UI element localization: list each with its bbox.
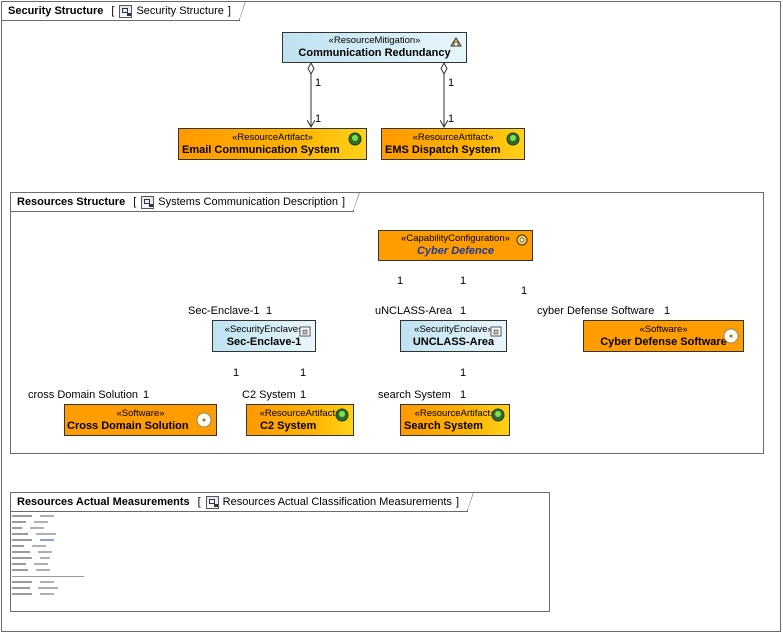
measurements-table-thumbnail <box>12 513 92 597</box>
bracket-open: [ <box>133 196 137 208</box>
unclass-area-node[interactable]: «SecurityEnclave» UNCLASS-Area <box>400 320 507 352</box>
artifact-icon <box>348 132 362 146</box>
multiplicity-label: 1 <box>460 367 467 379</box>
role-label-search: search System <box>378 389 451 401</box>
enclave-icon <box>299 326 311 337</box>
multiplicity-label: 1 <box>460 305 467 317</box>
email-communication-system-node[interactable]: «ResourceArtifact» Email Communication S… <box>178 128 367 160</box>
stereotype-label: «ResourceArtifact» <box>414 407 496 419</box>
bracket-open: [ <box>197 496 201 508</box>
enclave-icon <box>490 326 502 337</box>
frame-title: Resources Actual Measurements <box>17 496 190 508</box>
node-name: Email Communication System <box>182 143 340 156</box>
bracket-close: ] <box>227 5 231 17</box>
multiplicity-label: 1 <box>521 285 528 297</box>
diagram-icon <box>119 4 133 18</box>
multiplicity-label: 1 <box>448 77 455 89</box>
multiplicity-label: 1 <box>315 77 322 89</box>
stereotype-label: «ResourceArtifact» <box>412 131 494 143</box>
node-name: Cross Domain Solution <box>67 419 189 432</box>
security-structure-tab[interactable]: Security Structure [ Security Structure … <box>1 1 246 21</box>
cyber-defense-software-node[interactable]: «Software» Cyber Defense Software <box>583 320 744 352</box>
artifact-icon <box>335 408 349 422</box>
diagram-icon <box>141 195 155 209</box>
role-label-unclass: uNCLASS-Area <box>375 305 453 317</box>
artifact-icon <box>491 408 505 422</box>
node-name: Communication Redundancy <box>298 47 451 59</box>
software-icon <box>723 328 739 344</box>
resources-actual-measurements-tab[interactable]: Resources Actual Measurements [ Resource… <box>10 492 474 512</box>
role-label-sec-enclave: Sec-Enclave-1 <box>188 305 260 317</box>
multiplicity-label: 1 <box>233 367 240 379</box>
bracket-close: ] <box>455 496 459 508</box>
role-label-c2: C2 System <box>242 389 296 401</box>
cross-domain-solution-node[interactable]: «Software» Cross Domain Solution <box>64 404 217 436</box>
frame-title: Security Structure <box>8 5 104 17</box>
stereotype-label: «SecurityEnclave» <box>414 323 493 335</box>
cyber-defence-node[interactable]: «CapabilityConfiguration» Cyber Defence <box>378 230 533 261</box>
resources-actual-measurements-frame: Resources Actual Measurements [ Resource… <box>10 492 550 612</box>
node-name: C2 System <box>260 419 317 432</box>
multiplicity-label: 1 <box>266 305 273 317</box>
stereotype-label: «ResourceMitigation» <box>328 35 421 46</box>
capability-icon <box>516 234 528 246</box>
frame-title: Resources Structure <box>17 196 126 208</box>
multiplicity-label: 1 <box>397 275 404 287</box>
bracket-close: ] <box>342 196 346 208</box>
node-name: Cyber Defence <box>416 245 495 257</box>
multiplicity-label: 1 <box>300 389 307 401</box>
role-label-cyber-software: cyber Defense Software <box>537 305 655 317</box>
multiplicity-label: 1 <box>143 389 150 401</box>
multiplicity-label: 1 <box>300 367 307 379</box>
resources-structure-tab[interactable]: Resources Structure [ Systems Communicat… <box>10 192 361 212</box>
stereotype-label: «Software» <box>639 323 688 335</box>
stereotype-label: «Software» <box>116 407 165 419</box>
c2-system-node[interactable]: «ResourceArtifact» C2 System <box>246 404 354 436</box>
multiplicity-label: 1 <box>460 389 467 401</box>
node-name: Cyber Defense Software <box>600 335 727 348</box>
ems-dispatch-system-node[interactable]: «ResourceArtifact» EMS Dispatch System <box>381 128 525 160</box>
diagram-name: Systems Communication Description <box>158 196 339 208</box>
multiplicity-label: 1 <box>460 275 467 287</box>
multiplicity-label: 1 <box>448 113 455 125</box>
node-name: EMS Dispatch System <box>385 143 501 156</box>
diagram-name: Resources Actual Classification Measurem… <box>222 496 452 508</box>
stereotype-label: «ResourceArtifact» <box>259 407 341 419</box>
diagram-icon <box>205 495 219 509</box>
bracket-open: [ <box>111 5 115 17</box>
software-icon <box>196 412 212 428</box>
node-name: Search System <box>404 419 483 432</box>
communication-redundancy-node[interactable]: «ResourceMitigation» Communication Redun… <box>282 32 467 63</box>
mitigation-icon <box>450 37 462 47</box>
search-system-node[interactable]: «ResourceArtifact» Search System <box>400 404 510 436</box>
role-label-cross-domain: cross Domain Solution <box>28 389 139 401</box>
node-name: Sec-Enclave-1 <box>226 335 302 348</box>
sec-enclave-1-node[interactable]: «SecurityEnclave» Sec-Enclave-1 <box>212 320 316 352</box>
stereotype-label: «ResourceArtifact» <box>232 131 313 143</box>
stereotype-label: «SecurityEnclave» <box>224 323 304 335</box>
diagram-name: Security Structure <box>136 5 224 17</box>
artifact-icon <box>506 132 520 146</box>
multiplicity-label: 1 <box>315 113 322 125</box>
stereotype-label: «CapabilityConfiguration» <box>401 233 510 244</box>
node-name: UNCLASS-Area <box>412 335 495 348</box>
multiplicity-label: 1 <box>664 305 671 317</box>
